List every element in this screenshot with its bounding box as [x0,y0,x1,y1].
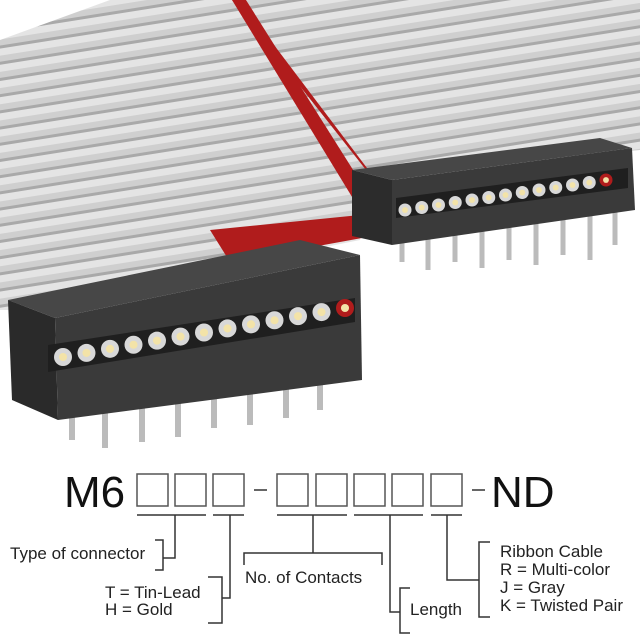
contact-pin [485,194,492,201]
label-contacts: No. of Contacts [245,568,362,587]
contact-pin [569,182,576,188]
contact-pin [82,348,91,357]
contact-pin [223,324,232,333]
contact-pin [199,328,209,337]
label-gold: H = Gold [105,600,173,619]
part-prefix: M6 [64,468,125,517]
contact-pin [603,177,609,183]
contact-pin [586,179,593,186]
contact-pin [317,308,326,317]
contact-pin [552,184,559,191]
contact-pin [402,207,408,213]
contact-pin [340,303,350,313]
contact-pin [519,189,526,196]
contact-pin [270,316,279,325]
contact-pin [105,344,115,353]
ribbon-cable-left [0,0,372,310]
contacts-left [54,299,354,366]
label-multi-color: R = Multi-color [500,560,610,579]
part-code-boxes [136,473,463,507]
label-tin-lead: T = Tin-Lead [105,583,201,602]
contact-pin [418,204,425,211]
callout-lines [137,514,490,634]
contact-pin [502,192,509,198]
contact-pin [152,336,162,345]
contacts-right [398,173,613,217]
contact-pin [246,320,256,329]
contact-pin [129,340,138,349]
label-type-of-connector: Type of connector [10,544,145,563]
contact-pin [58,352,68,362]
contact-pin [176,332,185,341]
label-gray: J = Gray [500,578,565,597]
label-ribbon-cable: Ribbon Cable [500,542,603,561]
contact-pin [293,312,303,321]
part-suffix: ND [491,468,555,517]
contact-pin [435,202,442,208]
contact-pin [536,187,542,193]
contact-pin [452,199,459,206]
label-length: Length [410,600,462,619]
label-twisted-pair: K = Twisted Pair [500,596,623,615]
contact-pin [469,197,475,203]
